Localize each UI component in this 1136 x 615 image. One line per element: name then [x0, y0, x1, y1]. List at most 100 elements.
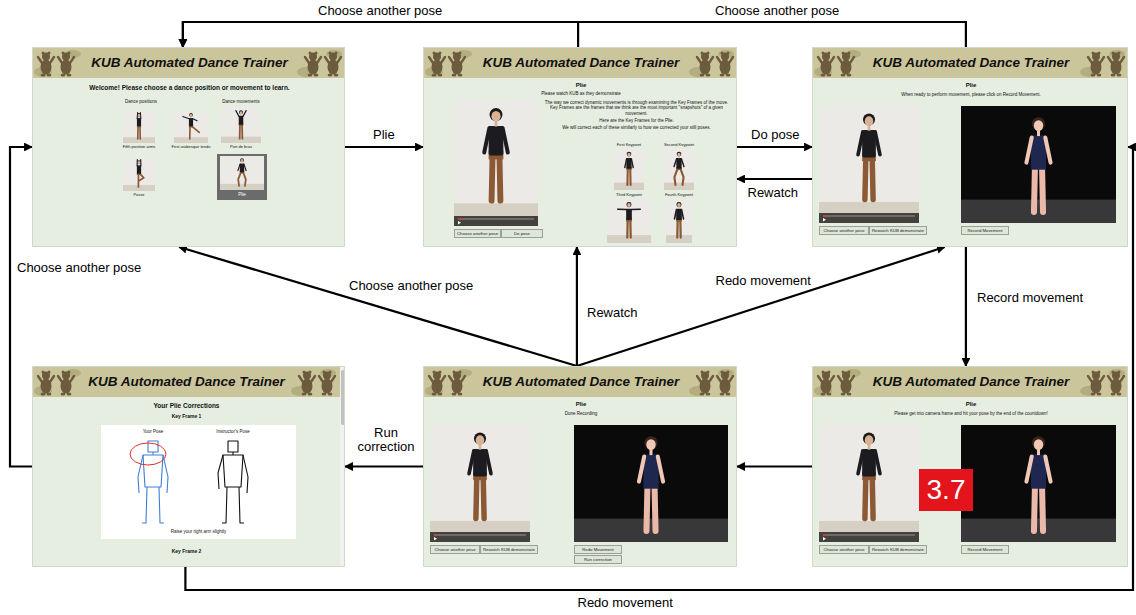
bear-ear	[329, 371, 332, 374]
bear-foot	[720, 73, 725, 76]
figure-arm	[1045, 456, 1050, 481]
figure-arm	[243, 111, 246, 117]
correction-card	[101, 425, 296, 539]
button-label: Redo Movement	[577, 547, 619, 553]
ui-button: Choose another pose	[819, 226, 869, 235]
figure-arm	[193, 119, 197, 121]
bear-ear	[1118, 371, 1121, 374]
bear-arm	[305, 57, 309, 63]
figure-leg	[629, 169, 631, 185]
photo-floor	[454, 203, 538, 226]
figure-hair	[863, 432, 875, 444]
video-track	[823, 535, 915, 536]
photo-wall	[607, 199, 651, 243]
bear-arm	[1088, 57, 1092, 63]
bear-ear	[309, 52, 312, 55]
bear-ear	[303, 371, 306, 374]
figure-leg	[473, 476, 479, 518]
bear-ear	[439, 52, 442, 55]
edge-label: Choose another pose	[347, 279, 475, 293]
bear-ear	[62, 371, 65, 374]
bear-foot	[1111, 73, 1116, 76]
play-icon	[823, 218, 826, 221]
screen-text: We will correct each of these similarly …	[539, 125, 734, 130]
app-title: KUB Automated Dance Trainer	[424, 55, 737, 71]
screen-text: Instructor's Pose	[198, 429, 268, 434]
bear-ear	[439, 371, 442, 374]
photo-wall	[666, 199, 692, 243]
bear-arm	[1108, 57, 1112, 63]
edge-label: Redo movement	[714, 274, 813, 288]
figure-arm	[875, 451, 880, 474]
ui-button: Record Movement	[961, 545, 1009, 554]
button-label: Do pose	[504, 231, 540, 237]
bear-arm	[441, 376, 445, 382]
ui-button: Rewatch KUB demonstrate	[869, 545, 927, 554]
stick-head	[228, 441, 238, 452]
bear-ear	[1092, 52, 1095, 55]
bear-foot	[328, 73, 333, 76]
bear-head	[721, 372, 729, 380]
figure-hair	[863, 113, 875, 125]
photo-floor	[174, 137, 208, 143]
screen-text: Dance positions	[111, 99, 171, 104]
bear-arm	[818, 376, 822, 382]
bear-arm	[325, 57, 329, 63]
bear-foot	[726, 392, 731, 395]
figure-hair	[239, 110, 243, 114]
button-label: Choose another pose	[822, 228, 866, 234]
flow-arrow	[345, 146, 423, 148]
bear-ear	[459, 371, 462, 374]
bear-ear	[848, 371, 851, 374]
flow-arrow	[10, 147, 32, 467]
screen-text: Your Pose	[123, 429, 183, 434]
figure-hair	[189, 113, 193, 117]
figure-face	[865, 435, 874, 445]
bear-ear	[433, 52, 436, 55]
bear-arm	[838, 376, 842, 382]
figure-arm	[484, 128, 489, 153]
bear-foot	[821, 73, 826, 76]
bear-ear	[453, 52, 456, 55]
bear-foot	[1117, 73, 1122, 76]
photo-floor	[614, 183, 644, 190]
bear-foot	[322, 392, 327, 395]
bear-ear	[48, 52, 51, 55]
photo-stage	[574, 425, 728, 542]
bear-head	[329, 53, 337, 61]
figure-arm	[858, 451, 863, 474]
bear-foot	[458, 392, 463, 395]
bear-foot	[841, 73, 846, 76]
bear-ear	[701, 371, 704, 374]
screen-panel: KUB Automated Dance TrainerWelcome! Plea…	[32, 47, 345, 247]
bear-head	[1092, 372, 1100, 380]
bear-arm	[1088, 376, 1092, 382]
app-title: KUB Automated Dance Trainer	[813, 374, 1128, 390]
photo-floor	[961, 519, 1116, 542]
bear-ear	[68, 52, 71, 55]
figure-leg	[1034, 166, 1035, 212]
figure-arm	[1045, 137, 1050, 162]
figure-leg	[239, 125, 241, 139]
figure-leg	[869, 476, 875, 518]
edge-label: Run correction	[352, 426, 420, 455]
screen-text: Third Keypoint	[602, 193, 656, 198]
bear-head	[842, 372, 850, 380]
bear-arm	[441, 57, 445, 63]
bear-foot	[726, 73, 731, 76]
bear-arm	[311, 376, 315, 382]
bear-foot	[1097, 392, 1102, 395]
photo-wall	[220, 156, 264, 190]
bear-head	[42, 53, 50, 61]
bear-arm	[331, 376, 335, 382]
figure-arm	[681, 159, 684, 167]
stick-leg	[239, 487, 244, 523]
bear-foot	[706, 73, 711, 76]
bear-ear	[828, 52, 831, 55]
figure-leg	[674, 169, 677, 185]
bear-arm	[317, 57, 321, 63]
bear-arm	[50, 57, 54, 63]
bear-ear	[707, 371, 710, 374]
bear-arm	[830, 57, 834, 63]
figure-face	[138, 161, 141, 164]
